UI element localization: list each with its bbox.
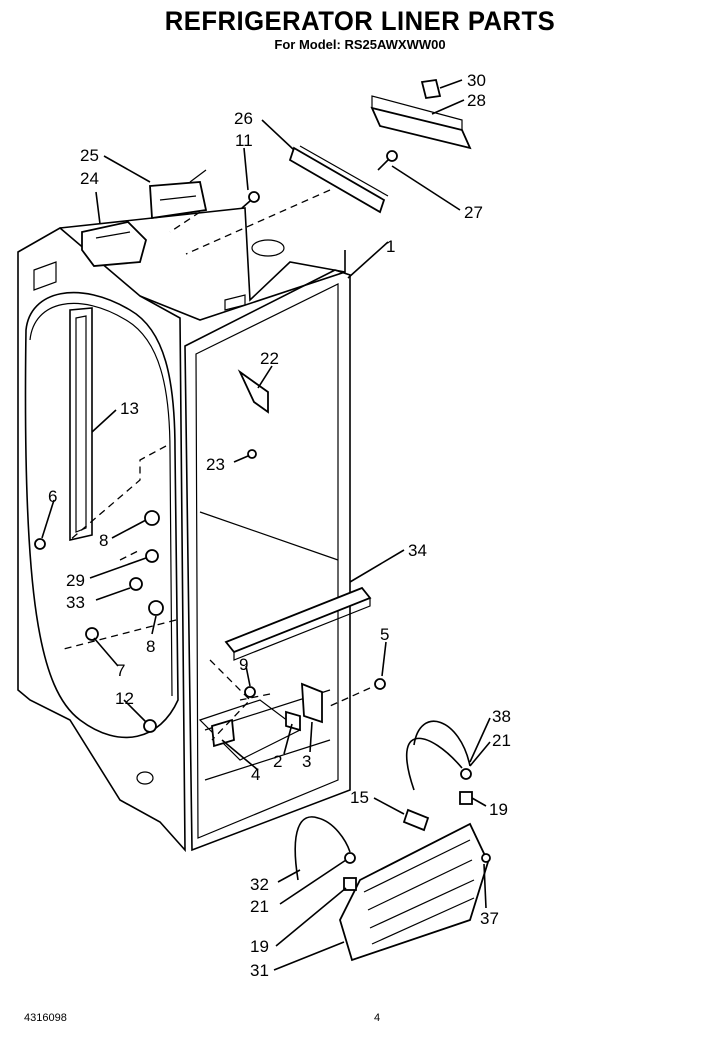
callout-26: 26 [234,109,253,128]
part-24-control [81,221,148,267]
part-22-bracket [237,369,269,414]
callout-38: 38 [492,707,511,726]
part-33-bulb [129,577,143,591]
callout-33: 33 [66,593,85,612]
document-number: 4316098 [24,1012,67,1024]
callout-27: 27 [464,203,483,222]
callout-5: 5 [380,625,389,644]
part-31-crisper [339,822,489,962]
callout-23: 23 [206,455,225,474]
screw-23 [247,449,257,459]
part-3-bracket [301,682,323,724]
callout-34: 34 [408,541,427,560]
part-38-tube [405,720,471,791]
part-7-clip [85,627,99,641]
callout-19-upper: 19 [489,800,508,819]
part-29-clip [145,549,159,563]
part-8-upper-clip [144,510,160,526]
callout-22: 22 [260,349,279,368]
part-26-bracket [288,145,389,214]
callout-12: 12 [115,689,134,708]
screw-27 [377,150,398,171]
callout-29: 29 [66,571,85,590]
part-8-lower-clip [148,600,164,616]
part-19-upper-fitting [459,791,473,805]
part-4-block [211,718,235,748]
callout-3: 3 [302,752,311,771]
part-21-lower-nut [344,852,356,864]
screw-5 [374,678,386,690]
parts-28-30 [370,78,472,150]
callout-11: 11 [235,131,253,150]
callout-32: 32 [250,875,269,894]
part-34-rail [224,586,372,661]
callout-15: 15 [350,788,369,807]
callout-21-lower: 21 [250,897,269,916]
callout-8-upper: 8 [99,531,108,550]
callout-6: 6 [48,487,57,506]
part-6-clip [34,538,46,550]
callout-2: 2 [273,752,282,771]
assembly-dashed-lines [59,189,371,741]
callout-13: 13 [120,399,139,418]
part-37-screw [481,853,491,863]
part-21-upper-nut [460,768,472,780]
page-title: REFRIGERATOR LINER PARTS [164,6,556,36]
liner-cabinet [17,207,351,853]
leader-lines [41,79,491,971]
callout-labels: 30 28 26 11 25 24 27 1 22 13 23 6 8 34 2… [48,71,511,980]
part-2-clip [285,710,301,732]
part-9-screw [244,686,256,698]
callout-9: 9 [239,655,248,674]
model-subtitle: For Model: RS25AWXWW00 [274,37,446,52]
callout-7: 7 [116,661,125,680]
callout-24: 24 [80,169,99,188]
part-19-lower-fitting [343,877,357,891]
callout-25: 25 [80,146,99,165]
callout-28: 28 [467,91,486,110]
part-15-fitting [402,808,430,832]
callout-8-lower: 8 [146,637,155,656]
part-25-housing [149,169,208,220]
callout-21-upper: 21 [492,731,511,750]
callout-1: 1 [386,237,395,256]
part-32-tube [294,816,351,881]
callout-31: 31 [250,961,269,980]
screw-11 [241,191,260,209]
callout-19-lower: 19 [250,937,269,956]
callout-37: 37 [480,909,499,928]
callout-4: 4 [251,765,260,784]
part-12-clip [143,719,157,733]
callout-30: 30 [467,71,486,90]
page-number: 4 [374,1012,381,1024]
